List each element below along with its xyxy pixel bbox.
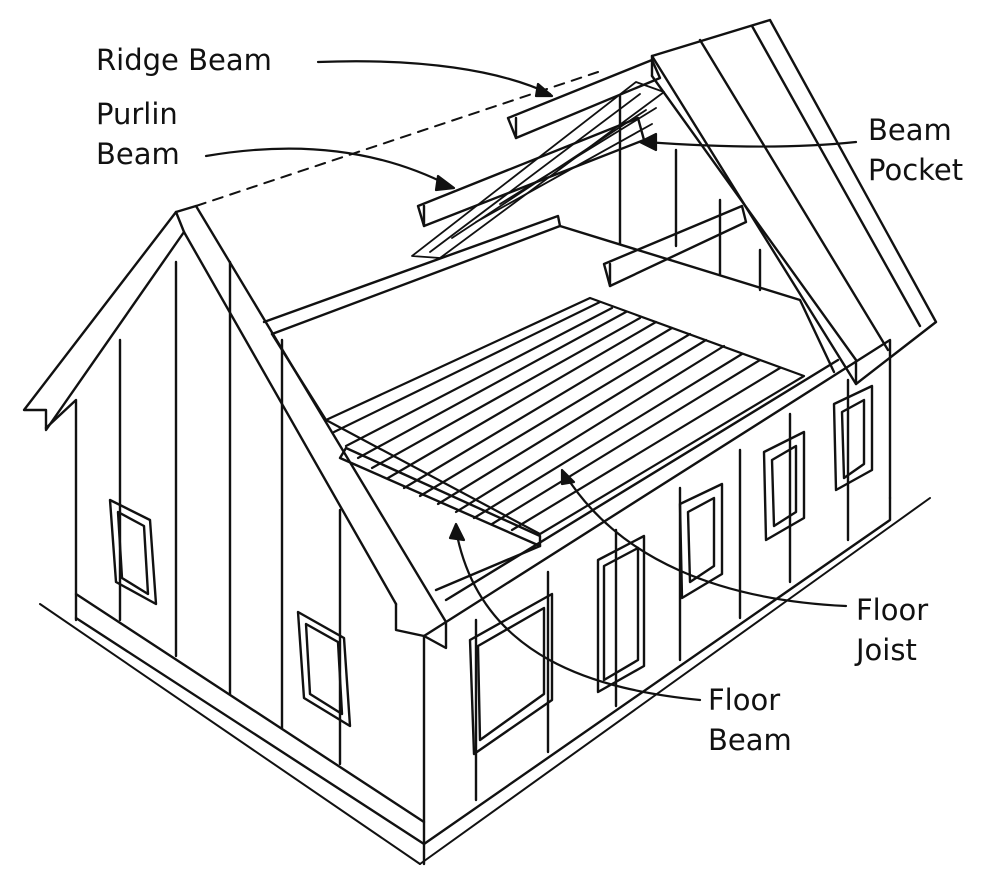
beam-pocket-label: Beam Pocket <box>868 110 963 190</box>
back-gable-wall <box>618 94 762 292</box>
attic-floor <box>262 214 836 422</box>
ridge-beam-text: Ridge Beam <box>96 43 272 77</box>
beam-pocket-truss <box>411 81 665 259</box>
front-window-left <box>108 498 158 606</box>
floor-beam-text-line2: Beam <box>708 723 792 757</box>
purlin-beam-label: Purlin Beam <box>96 94 180 174</box>
side-window-large <box>468 592 554 756</box>
beam-pocket-text-line2: Pocket <box>868 153 964 187</box>
annotation-arrows <box>204 60 858 702</box>
side-door <box>596 534 646 694</box>
foundation <box>74 496 892 866</box>
floor-beam-member <box>338 446 542 592</box>
floor-joist-label: Floor Joist <box>856 590 928 670</box>
side-window-far <box>832 384 874 492</box>
ground-lines <box>39 497 931 865</box>
ridge-beam-member <box>506 58 662 140</box>
side-window-mid <box>678 482 724 600</box>
beam-pocket-text-line1: Beam <box>868 113 952 147</box>
floor-joists <box>324 296 806 536</box>
front-gable-wall <box>22 204 448 824</box>
floor-beam-text-line1: Floor <box>708 683 781 717</box>
purlin-beam-text-line2: Beam <box>96 137 180 171</box>
side-window-right <box>762 430 806 542</box>
purlin-beam-text-line1: Purlin <box>96 97 178 131</box>
ridge-beam-label: Ridge Beam <box>96 40 272 80</box>
floor-joist-text-line2: Joist <box>856 633 917 667</box>
back-roof <box>650 18 938 386</box>
floor-joist-text-line1: Floor <box>856 593 929 627</box>
floor-beam-label: Floor Beam <box>708 680 792 760</box>
front-window-right <box>296 610 352 728</box>
